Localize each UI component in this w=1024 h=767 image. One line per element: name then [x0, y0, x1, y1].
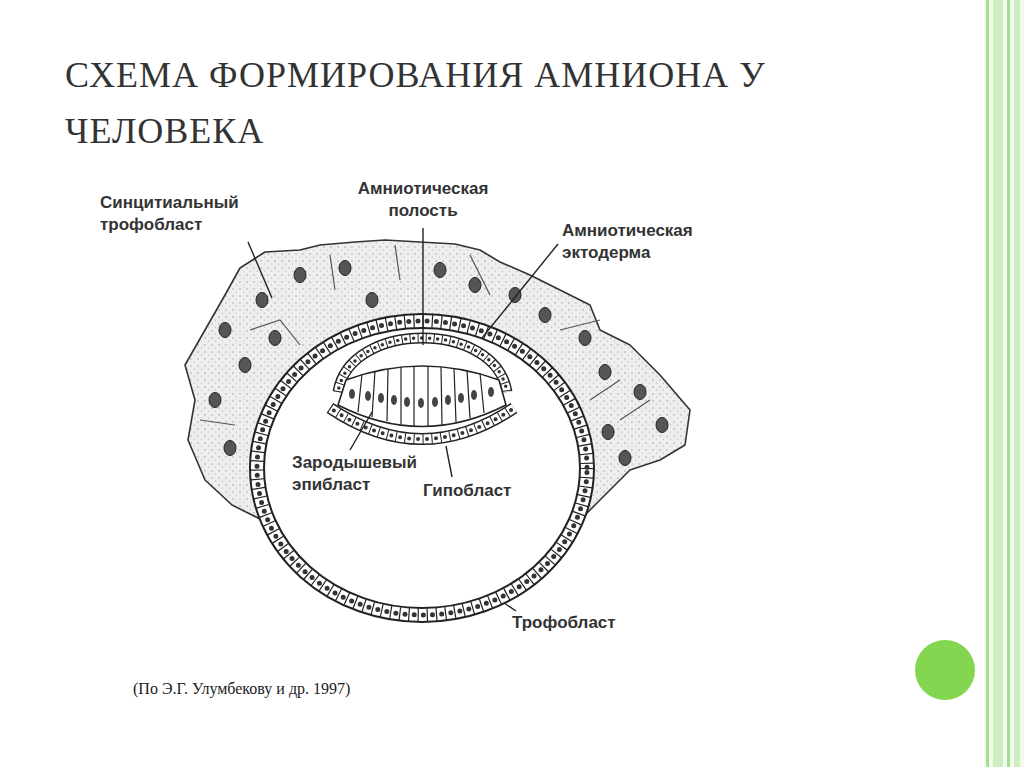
part-label: Зародышевый эпибласт — [292, 452, 422, 496]
part-label: Синцитиальный трофобласт — [100, 192, 250, 236]
green-dot — [915, 640, 975, 700]
part-label: Амниотическая полость — [333, 178, 513, 222]
slide-title: СХЕМА ФОРМИРОВАНИЯ АМНИОНА У ЧЕЛОВЕКА — [65, 48, 865, 160]
trophoblast-ring — [257, 321, 587, 615]
part-label: Амниотическая эктодерма — [562, 220, 742, 264]
source-caption: (По Э.Г. Улумбекову и др. 1997) — [133, 680, 350, 698]
leader-lines — [248, 228, 558, 611]
part-label: Трофобласт — [512, 612, 616, 634]
epiblast — [338, 366, 506, 427]
part-label: Гипобласт — [423, 480, 511, 502]
side-bars — [984, 0, 1024, 767]
